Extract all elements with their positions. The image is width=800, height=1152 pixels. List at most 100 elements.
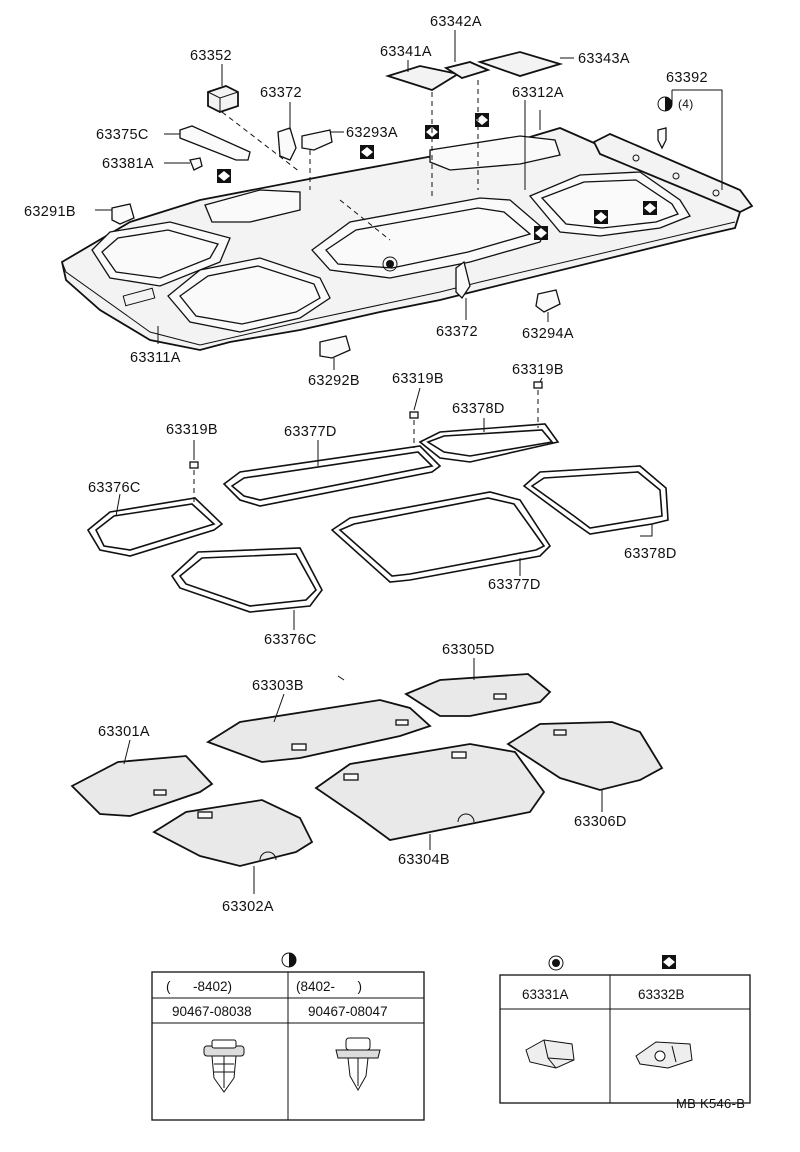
part-cell-90467-08047: 90467-08047 <box>308 1004 388 1019</box>
half-circle-marker-icon <box>281 952 297 968</box>
clip-marker-diamond-icon <box>534 226 548 240</box>
pad-63342a <box>443 61 491 79</box>
clip-63381a <box>189 157 203 171</box>
label-63311a: 63311A <box>130 350 181 366</box>
circle-marker-icon <box>548 955 564 971</box>
label-63306d: 63306D <box>574 814 627 830</box>
part-cell-63331a: 63331A <box>522 987 569 1002</box>
label-63293a: 63293A <box>346 125 398 141</box>
label-63375c: 63375C <box>96 127 149 143</box>
range-cell-2: (8402- ) <box>296 979 362 994</box>
seal-63378d-top <box>418 423 560 463</box>
headliner-ridge-2 <box>199 221 736 346</box>
label-63294a: 63294A <box>522 326 574 342</box>
panel-group <box>70 658 664 894</box>
diagram-code: MB K546-B <box>676 1096 745 1111</box>
panel-63301a <box>70 755 214 817</box>
clip-marker-diamond-icon <box>475 113 489 127</box>
panel-63304b <box>314 743 546 841</box>
opening-front-inner <box>179 265 321 325</box>
label-63376c-top: 63376C <box>88 480 141 496</box>
panel-63306d <box>506 721 664 791</box>
label-63304b: 63304B <box>398 852 450 868</box>
clip-marker-circle-icon <box>382 256 398 272</box>
part-labels: 63352 63342A 63341A 63343A 63372 63312A … <box>24 14 708 915</box>
opening-top-left <box>204 189 301 223</box>
label-63372-mid: 63372 <box>436 324 478 340</box>
label-63378d-bot: 63378D <box>624 546 677 562</box>
label-qty4: (4) <box>678 97 694 111</box>
label-63291b: 63291B <box>24 204 76 220</box>
label-63378d-top: 63378D <box>452 401 505 417</box>
clip-63319b-a <box>189 461 199 469</box>
seal-group <box>86 377 669 630</box>
panel-63305d <box>404 673 552 717</box>
push-clip-icon <box>335 1037 381 1092</box>
bracket-63293a <box>301 129 333 151</box>
headliner-ridge-1 <box>61 261 201 346</box>
diamond-marker-icon <box>662 955 676 969</box>
label-63352: 63352 <box>190 48 232 64</box>
label-63319b-b: 63319B <box>512 362 564 378</box>
handle-63372-top <box>277 127 297 161</box>
panel-63302a <box>152 799 314 867</box>
clip-63332b-icon <box>635 1041 693 1069</box>
seal-63377d-bot <box>330 491 552 583</box>
clip-marker-diamond-icon <box>360 145 374 159</box>
label-63301a: 63301A <box>98 724 150 740</box>
block-63352 <box>207 85 239 113</box>
clip-63319b-c <box>533 381 543 389</box>
headliner-vent <box>122 287 156 307</box>
label-63342a: 63342A <box>430 14 482 30</box>
bracket-63375c <box>179 125 251 161</box>
part-cell-63332b: 63332B <box>638 987 685 1002</box>
clip-marker-diamond-icon <box>217 169 231 183</box>
range-cell-1: ( -8402) <box>166 979 232 994</box>
leader-lines-top <box>95 30 723 370</box>
part-cell-90467-08038: 90467-08038 <box>172 1004 252 1019</box>
opening-rear-inner <box>101 229 219 279</box>
label-63377d-bot: 63377D <box>488 577 541 593</box>
push-clip-icon <box>203 1039 245 1093</box>
clip-marker-half-circle-icon <box>657 96 673 112</box>
label-63303b: 63303B <box>252 678 304 694</box>
opening-top <box>429 135 561 171</box>
seal-63376c-bot <box>170 547 323 613</box>
clip-marker-diamond-icon <box>643 201 657 215</box>
seal-63378d-bot <box>522 465 669 535</box>
clip-63319b-b <box>409 411 419 419</box>
label-63319b-c: 63319B <box>166 422 218 438</box>
headliner-assembly <box>60 127 742 351</box>
label-63319b-a: 63319B <box>392 371 444 387</box>
clip-markers <box>217 96 673 272</box>
screw-icon <box>657 127 667 150</box>
seal-63377d-top <box>222 445 442 507</box>
clip-table-right: 63331A 63332B <box>499 955 751 1104</box>
bracket-63291b <box>111 203 135 225</box>
label-63341a: 63341A <box>380 44 432 60</box>
seal-63376c-top <box>86 497 224 557</box>
label-63292b: 63292B <box>308 373 360 389</box>
clip-marker-diamond-icon <box>594 210 608 224</box>
handle-63372-mid <box>455 260 471 300</box>
bracket-63292b <box>319 335 351 359</box>
loose-parts <box>111 51 667 359</box>
label-63377d-top: 63377D <box>284 424 337 440</box>
panel-63303b <box>205 699 432 763</box>
clip-63331a-icon <box>525 1039 575 1069</box>
bracket-63294a <box>535 289 561 313</box>
label-63376c-bot: 63376C <box>264 632 317 648</box>
pad-63343a <box>476 51 564 77</box>
label-63312a: 63312A <box>512 85 564 101</box>
label-63343a: 63343A <box>578 51 630 67</box>
label-63305d: 63305D <box>442 642 495 658</box>
label-63392: 63392 <box>666 70 708 86</box>
opening-center-inner <box>325 207 532 269</box>
label-63302a: 63302A <box>222 899 274 915</box>
label-63381a: 63381A <box>102 156 154 172</box>
label-63372-top: 63372 <box>260 85 302 101</box>
clip-table-left: ( -8402) (8402- ) 90467-08038 90467-0804… <box>151 952 425 1121</box>
roof-bow-63392 <box>592 133 754 213</box>
opening-right-inner <box>540 179 679 229</box>
